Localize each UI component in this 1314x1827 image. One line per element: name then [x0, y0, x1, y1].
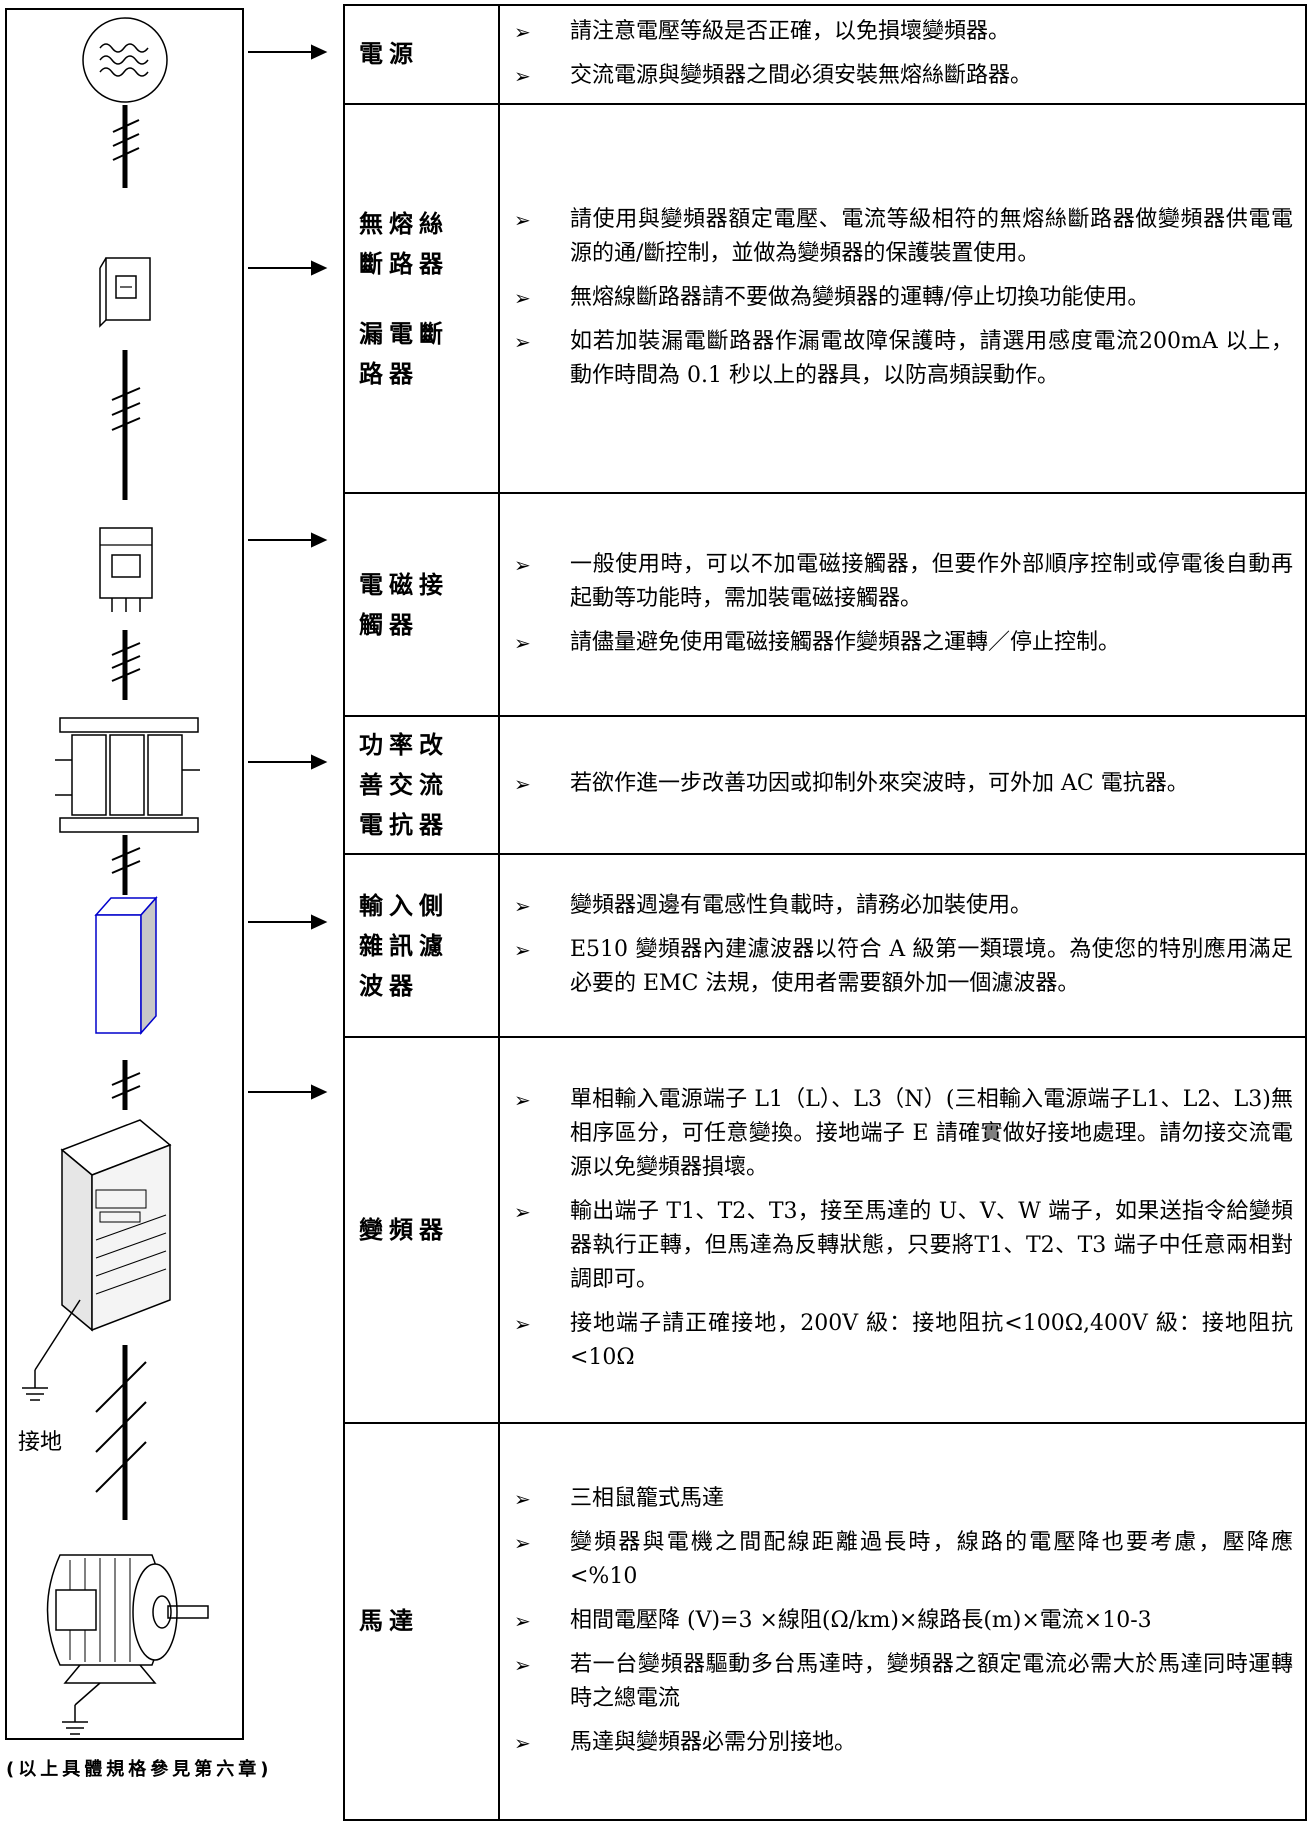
three-phase-wire-icon: [111, 1060, 141, 1110]
bullet-icon: ➢: [514, 63, 531, 88]
component-name: 電磁接觸器: [343, 492, 500, 717]
bullet-icon: ➢: [514, 1088, 531, 1112]
note-item: ➢無熔線斷路器請不要做為變頻器的運轉/停止切換功能使用。: [514, 281, 1293, 315]
table-row: 變頻器 ➢單相輸入電源端子 L1（L）、L3（N）(三相輸入電源端子L1、L2、…: [343, 1036, 1307, 1424]
three-phase-wire-icon: [111, 630, 141, 700]
component-name: 無熔絲斷路器 漏電斷路器: [343, 103, 500, 494]
table-row: 電磁接觸器 ➢一般使用時，可以不加電磁接觸器，但要作外部順序控制或停電後自動再起…: [343, 492, 1307, 717]
note-item: ➢請儘量避免使用電磁接觸器作變頻器之運轉／停止控制。: [514, 626, 1293, 660]
bullet-icon: ➢: [514, 1486, 531, 1511]
motor-icon: [46, 1554, 209, 1735]
bullet-icon: ➢: [514, 552, 531, 577]
component-name: 功率改善交流電抗器: [343, 715, 500, 855]
bullet-icon: ➢: [514, 893, 531, 918]
three-phase-wire-icon: [111, 835, 141, 895]
noise-filter-icon: [94, 896, 158, 1035]
ground-label: 接地: [18, 1430, 63, 1455]
note-item: ➢馬達與變頻器必需分別接地。: [514, 1726, 1293, 1760]
note-item: ➢請注意電壓等級是否正確，以免損壞變頻器。: [514, 15, 1293, 49]
table-row: 功率改善交流電抗器 ➢若欲作進一步改善功因或抑制外來突波時，可外加 AC 電抗器…: [343, 715, 1307, 855]
bullet-icon: ➢: [514, 285, 531, 310]
table-row: 馬達 ➢三相鼠籠式馬達 ➢變頻器與電機之間配線距離過長時，線路的電壓降也要考慮，…: [343, 1422, 1307, 1821]
note-item: ➢接地端子請正確接地，200V 級：接地阻抗<100Ω,400V 級：接地阻抗<…: [514, 1307, 1293, 1375]
three-phase-wire-icon: [112, 105, 140, 188]
note-item: ➢輸出端子 T1、T2、T3，接至馬達的 U、V、W 端子，如果送指令給變頻器執…: [514, 1195, 1293, 1297]
note-item: ➢交流電源與變頻器之間必須安裝無熔絲斷路器。: [514, 59, 1293, 93]
note-item: ➢一般使用時，可以不加電磁接觸器，但要作外部順序控制或停電後自動再起動等功能時，…: [514, 548, 1293, 616]
bullet-icon: ➢: [514, 207, 531, 232]
bullet-icon: ➢: [514, 1200, 531, 1224]
bullet-icon: ➢: [514, 1608, 531, 1633]
note-item: ➢如若加裝漏電斷路器作漏電故障保護時，請選用感度電流200mA 以上，動作時間為…: [514, 325, 1293, 393]
note-item: ➢若欲作進一步改善功因或抑制外來突波時，可外加 AC 電抗器。: [514, 767, 1293, 801]
footnote: (以上具體規格參見第六章): [6, 1759, 273, 1780]
component-name: 馬達: [343, 1422, 500, 1821]
bullet-icon: ➢: [514, 329, 531, 354]
bullet-icon: ➢: [514, 937, 531, 962]
note-item: ➢變頻器與電機之間配線距離過長時，線路的電壓降也要考慮，壓降應<%10: [514, 1526, 1293, 1594]
circuit-breaker-icon: [99, 257, 151, 328]
note-item: ➢相間電壓降 (V)=3 ×線阻(Ω/km)×線路長(m)×電流×10-3: [514, 1604, 1293, 1638]
bullet-icon: ➢: [514, 1530, 531, 1555]
table-row: 輸入側雜訊濾波器 ➢變頻器週邊有電感性負載時，請務必加裝使用。 ➢E510 變頻…: [343, 853, 1307, 1038]
inverter-icon: [34, 1119, 172, 1371]
bullet-icon: ➢: [514, 1730, 531, 1755]
component-table: 電源 ➢請注意電壓等級是否正確，以免損壞變頻器。 ➢交流電源與變頻器之間必須安裝…: [343, 4, 1307, 1821]
note-item: ➢請使用與變頻器額定電壓、電流等級相符的無熔絲斷路器做變頻器供電電源的通/斷控制…: [514, 203, 1293, 271]
arrows: [248, 44, 328, 1100]
bullet-icon: ➢: [514, 1312, 531, 1336]
component-name: 變頻器: [343, 1036, 500, 1424]
table-row: 無熔絲斷路器 漏電斷路器 ➢請使用與變頻器額定電壓、電流等級相符的無熔絲斷路器做…: [343, 103, 1307, 494]
bullet-icon: ➢: [514, 19, 531, 44]
ac-source-icon: [82, 17, 168, 103]
magnetic-contactor-icon: [99, 527, 153, 612]
note-item: ➢變頻器週邊有電感性負載時，請務必加裝使用。: [514, 889, 1293, 923]
bullet-icon: ➢: [514, 630, 531, 655]
ac-reactor-icon: [55, 717, 200, 833]
component-name: 電源: [343, 4, 500, 105]
wiring-diagram-frame: [5, 8, 244, 1740]
three-phase-wire-icon: [111, 350, 141, 500]
ground-icon: [22, 1370, 48, 1401]
three-phase-wire-icon: [95, 1345, 147, 1520]
bullet-icon: ➢: [514, 1652, 531, 1677]
note-item: ➢單相輸入電源端子 L1（L）、L3（N）(三相輸入電源端子L1、L2、L3)無…: [514, 1083, 1293, 1185]
note-item: ➢E510 變頻器內建濾波器以符合 A 級第一類環境。為使您的特別應用滿足必要的…: [514, 933, 1293, 1001]
component-name: 輸入側雜訊濾波器: [343, 853, 500, 1038]
note-item: ➢若一台變頻器驅動多台馬達時，變頻器之額定電流必需大於馬達同時運轉時之總電流: [514, 1648, 1293, 1716]
bullet-icon: ➢: [514, 772, 531, 796]
note-item: ➢三相鼠籠式馬達: [514, 1482, 1293, 1516]
table-row: 電源 ➢請注意電壓等級是否正確，以免損壞變頻器。 ➢交流電源與變頻器之間必須安裝…: [343, 4, 1307, 105]
